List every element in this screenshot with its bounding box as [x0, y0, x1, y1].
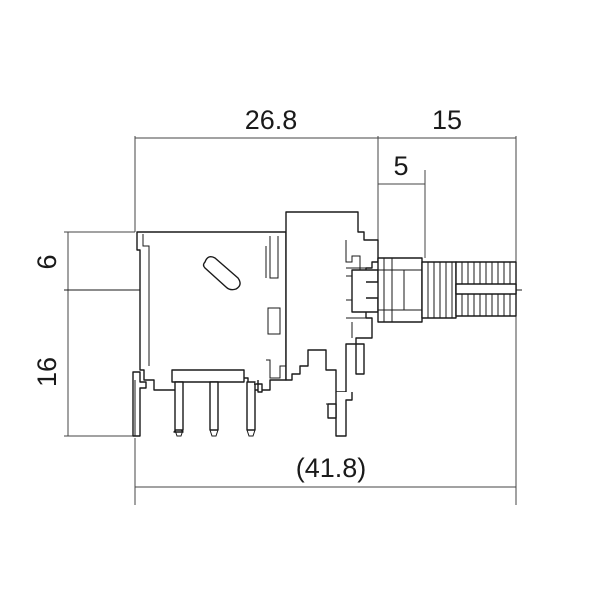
- front-housing: [285, 211, 379, 437]
- mounting-tab-right: [254, 380, 263, 393]
- dimension-upper-height: 6: [32, 254, 62, 269]
- shaft-collar: [421, 261, 457, 319]
- bushing-and-shaft: [351, 257, 517, 323]
- front-housing-notch-top: [345, 240, 361, 272]
- dimension-overall-length: (41.8): [296, 453, 367, 483]
- main-housing: [136, 231, 287, 391]
- terminal-pin-2-tip: [209, 429, 219, 437]
- terminal-pin-2: [209, 381, 219, 431]
- bushing-thread-lines: [383, 258, 405, 322]
- shaft-slot: [455, 283, 517, 295]
- diagonal-slot: [202, 255, 241, 291]
- housing-clip-upper: [269, 236, 279, 279]
- bushing-edges: [378, 269, 422, 311]
- dimension-lines: [64, 136, 517, 505]
- terminal-pins: [132, 369, 263, 437]
- threaded-bushing: [377, 257, 423, 323]
- front-mounting-leg: [335, 392, 353, 437]
- collar-lines: [427, 262, 453, 318]
- housing-step: [266, 359, 286, 379]
- terminal-pin-3: [246, 381, 256, 431]
- dimension-body-length: 26.8: [245, 105, 298, 135]
- dimension-bushing-length: 5: [393, 151, 408, 181]
- terminal-pin-1-body: [174, 381, 184, 431]
- dimension-lower-height: 16: [32, 357, 62, 387]
- front-housing-inner-lines: [346, 267, 366, 319]
- terminal-base: [171, 369, 245, 383]
- housing-inner-frame: [142, 234, 150, 366]
- front-leg-tab: [327, 403, 337, 419]
- dimension-shaft-length: 15: [432, 105, 462, 135]
- front-terminal: [355, 343, 365, 375]
- housing-clip-lower: [267, 307, 281, 335]
- housing-outline: [136, 231, 287, 391]
- terminal-pin-1-tip: [174, 429, 184, 437]
- dimension-labels: 26.8 15 5 (41.8) 6 16: [32, 105, 462, 483]
- terminal-pin-3-tip: [246, 429, 256, 437]
